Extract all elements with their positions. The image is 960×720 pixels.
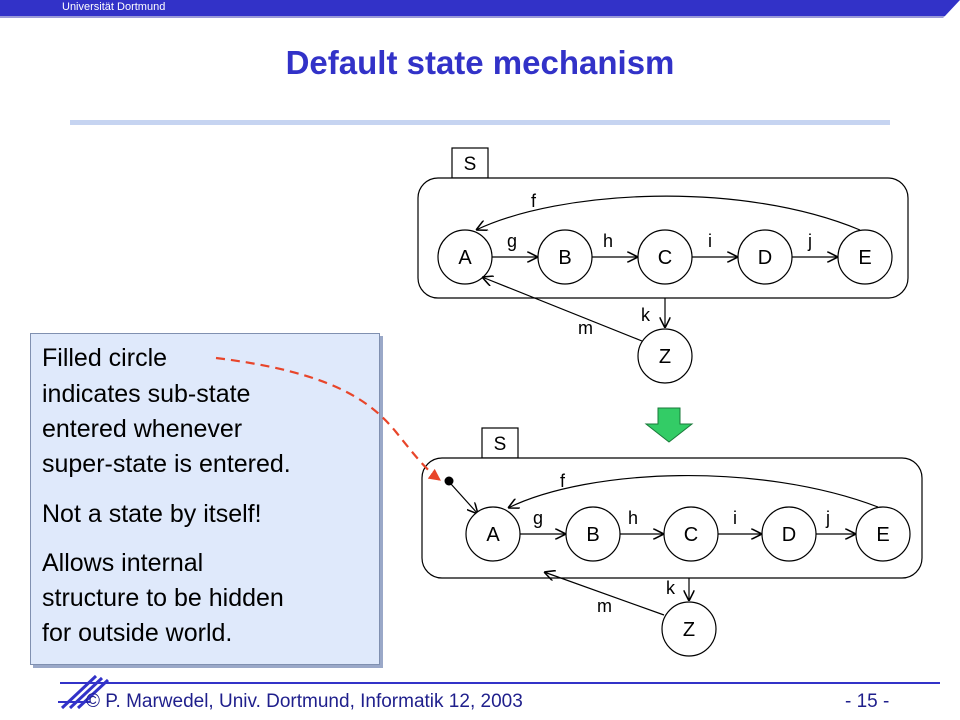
callout-line-6: Allows internal [42, 549, 204, 577]
state-c-label: C [658, 247, 672, 269]
callout-line-5: Not a state by itself! [42, 500, 262, 528]
label-j-bottom: j [825, 508, 830, 528]
superstate-label: S [464, 154, 477, 175]
state-a-label: A [458, 247, 472, 269]
state-d-bottom-label: D [782, 524, 796, 546]
label-h-bottom: h [628, 508, 638, 528]
callout-line-7: structure to be hidden [42, 584, 284, 612]
label-j: j [807, 231, 812, 251]
superstate-label-bottom: S [494, 434, 507, 455]
statechart-bottom: S A B C D E Z g h i j f k m [421, 427, 923, 657]
callout-line-1: Filled circle [42, 344, 168, 372]
state-z-bottom [661, 601, 717, 657]
label-g: g [507, 231, 517, 251]
university-label: Universität Dortmund [62, 1, 166, 13]
label-h: h [603, 231, 613, 251]
callout-line-4: super-state is entered. [42, 450, 291, 478]
callout-line-3: entered whenever [42, 415, 243, 443]
state-c-bottom-label: C [684, 524, 698, 546]
state-b-label: B [558, 247, 571, 269]
label-m: m [578, 318, 593, 338]
title-divider [70, 120, 890, 125]
page-number: - 15 - [845, 691, 890, 712]
footer-author: P. Marwedel, Univ. Dortmund, Informatik … [105, 691, 523, 712]
footer-divider [60, 682, 940, 684]
state-d-label: D [758, 247, 772, 269]
state-e-bottom-label: E [876, 524, 889, 546]
slide-title: Default state mechanism [285, 44, 675, 81]
copyright-symbol: © [86, 691, 100, 712]
label-i-bottom: i [733, 508, 737, 528]
label-k: k [641, 305, 651, 325]
callout-box: Filled circle indicates sub-state entere… [30, 333, 380, 665]
state-z-bottom-label: Z [683, 619, 695, 641]
state-e-label: E [858, 247, 871, 269]
transition-f-bottom [508, 475, 879, 508]
label-g-bottom: g [533, 508, 543, 528]
callout-line-8: for outside world. [42, 619, 233, 647]
superstate-label-box-bottom [481, 427, 519, 459]
transition-m [482, 277, 643, 342]
transform-arrow-icon [644, 407, 694, 443]
label-m-bottom: m [597, 596, 612, 616]
label-f: f [531, 191, 537, 211]
state-z [637, 328, 693, 384]
transition-m-bottom [544, 572, 665, 616]
state-a-bottom-label: A [486, 524, 500, 546]
default-transition [450, 483, 478, 514]
transition-f [476, 195, 861, 230]
label-i: i [708, 231, 712, 251]
header-band [0, 0, 960, 18]
footer-credit: © P. Marwedel, Univ. Dortmund, Informati… [86, 691, 523, 713]
default-entry-dot [444, 476, 454, 486]
label-k-bottom: k [666, 578, 676, 598]
callout-line-2: indicates sub-state [42, 380, 251, 408]
state-b-bottom-label: B [586, 524, 599, 546]
label-f-bottom: f [560, 471, 566, 491]
statechart-top: S A B C D E Z g h i j f k m [417, 147, 909, 384]
state-z-label: Z [659, 346, 671, 368]
